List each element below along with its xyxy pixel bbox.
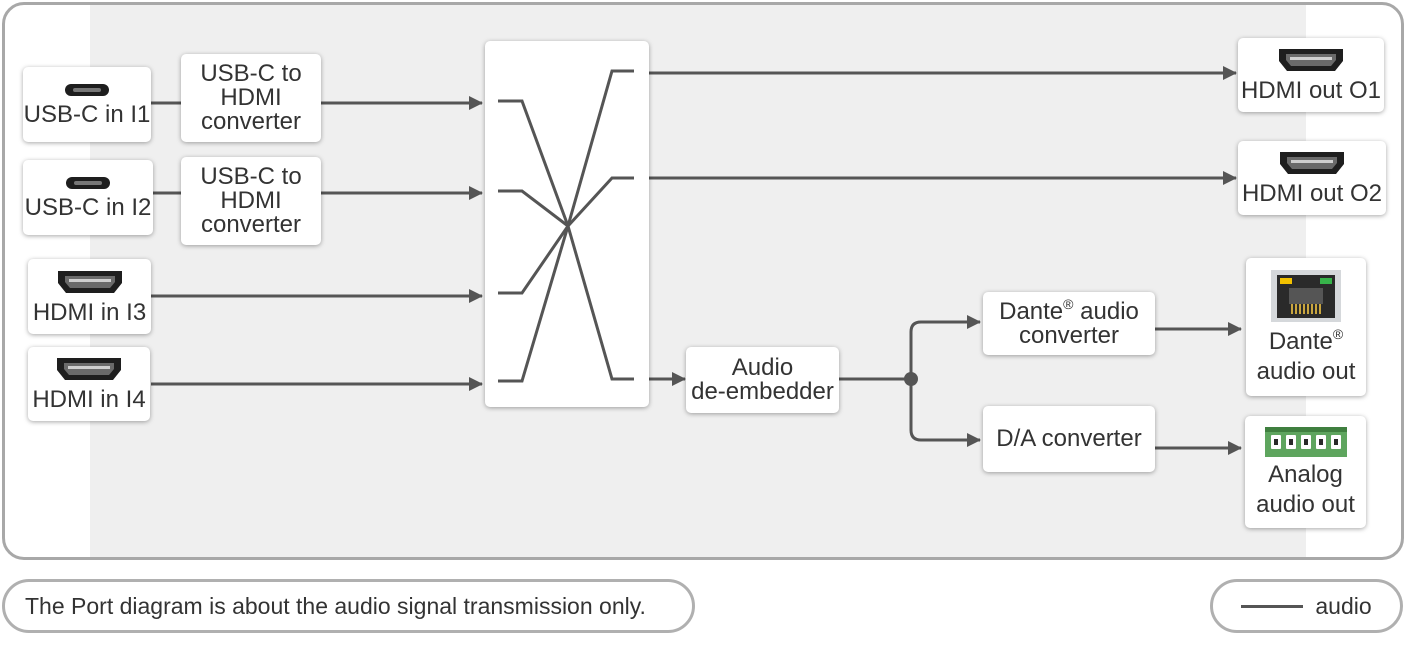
analog-out-line-2: audio out [1256,491,1355,518]
hdmi-port-icon [57,270,122,293]
analog-out-line-1: Analog [1268,461,1343,488]
audio-de-embedder: Audio de-embedder [686,347,839,413]
da-converter: D/A converter [983,406,1155,472]
converter-1-line-2: HDMI [220,84,282,111]
dante-audio-converter: Dante® audio converter [983,292,1155,355]
junction-dot-icon [904,372,918,386]
hdmi-in-i3-port: HDMI in I3 [28,259,151,334]
hdmi-out-o1-port: HDMI out O1 [1238,38,1384,112]
legend-label: audio [1315,592,1372,619]
wire-junction-to-dante [909,315,981,379]
hdmi-in-i3-label: HDMI in I3 [32,298,147,326]
registered-mark: ® [1332,326,1344,342]
converter-2-line-3: converter [200,211,302,238]
hdmi-out-o1-label: HDMI out O1 [1240,77,1382,104]
hdmi-in-i4-label: HDMI in I4 [32,386,146,413]
dante-out-line-2: audio out [1256,358,1356,385]
wire-junction-to-da [909,379,981,447]
usbc-to-hdmi-converter-2: USB-C to HDMI converter [181,157,321,245]
analog-audio-out-port: Analog audio out [1245,416,1366,528]
dante-out-word: Dante [1268,328,1333,355]
hdmi-port-icon [1280,152,1344,174]
usbc-in-i2-label: USB-C in I2 [24,193,152,221]
hdmi-port-icon [1279,49,1343,71]
usb-c-port-icon [66,176,110,189]
usbc-in-i2-port: USB-C in I2 [23,160,153,235]
hdmi-out-o2-port: HDMI out O2 [1238,141,1386,215]
audio-word: audio [1073,297,1139,325]
usb-c-port-icon [65,83,109,96]
dante-converter-line-1: Dante® audio [999,297,1139,325]
de-embedder-line-1: Audio [731,354,794,381]
hdmi-out-o2-label: HDMI out O2 [1241,180,1383,207]
rj45-port-icon [1271,270,1341,322]
usbc-in-i1-port: USB-C in I1 [23,67,151,142]
dante-out-line-1: Dante® [1268,327,1343,355]
de-embedder-line-2: de-embedder [691,378,834,405]
hdmi-in-i4-port: HDMI in I4 [28,347,150,421]
hdmi-port-icon [57,358,121,380]
crosspoint-matrix [485,41,649,407]
dante-word: Dante [999,297,1064,325]
footnote: The Port diagram is about the audio sign… [2,579,695,633]
usbc-to-hdmi-converter-1: USB-C to HDMI converter [181,54,321,142]
converter-2-line-2: HDMI [220,187,282,214]
dante-audio-out-port: Dante® audio out [1246,258,1366,396]
terminal-block-icon [1264,427,1347,457]
legend: audio [1210,579,1403,633]
converter-1-line-1: USB-C to [200,60,302,87]
legend-line-sample [1241,604,1304,608]
converter-1-line-3: converter [200,108,302,135]
registered-mark: ® [1063,295,1074,312]
converter-2-line-1: USB-C to [200,163,302,190]
dante-converter-line-2: converter [1018,321,1120,349]
matrix-switch-lines [498,69,634,383]
footnote-text: The Port diagram is about the audio sign… [25,592,646,619]
da-converter-label: D/A converter [996,425,1142,452]
usbc-in-i1-label: USB-C in I1 [23,100,151,128]
